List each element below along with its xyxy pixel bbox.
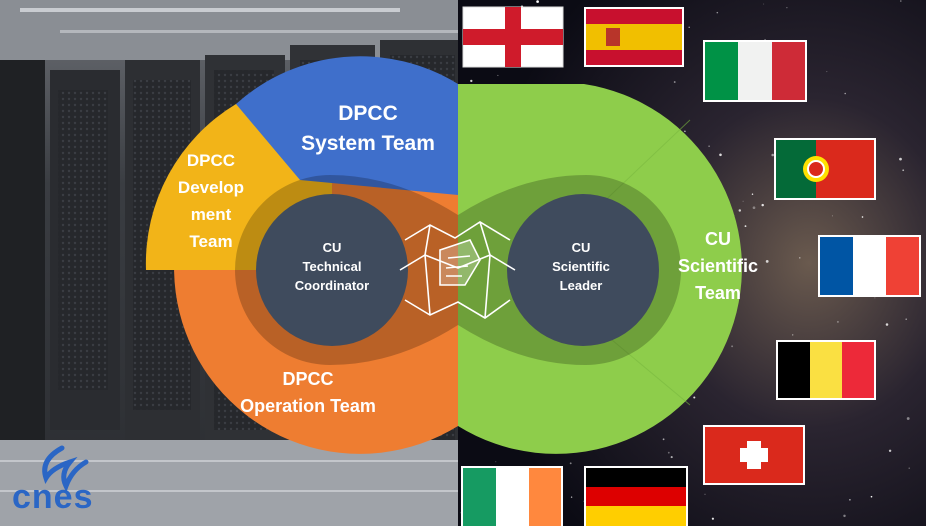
flag-belgium-icon <box>776 340 876 400</box>
technical-coordinator-label-line1: CU <box>323 240 342 255</box>
scientific-team-label-line2: Scientific <box>678 256 758 276</box>
scientific-leader-label-line2: Scientific <box>552 259 610 274</box>
scientific-leader-label-line3: Leader <box>560 278 603 293</box>
operation-team-label-line2: Operation Team <box>240 396 376 416</box>
scientific-team-label-line1: CU <box>705 229 731 249</box>
flag-england-icon <box>462 6 564 68</box>
system-team-label-line1: DPCC <box>338 102 398 125</box>
inner-right-circle <box>507 194 659 346</box>
development-team-label-line4: Team <box>189 232 232 251</box>
inner-left-circle <box>256 194 408 346</box>
development-team-label-line1: DPCC <box>187 151 235 170</box>
flag-france-icon <box>818 235 921 297</box>
system-team-label-line2: System Team <box>301 132 435 155</box>
flag-germany-icon <box>584 466 688 526</box>
flag-spain-icon <box>584 7 684 67</box>
technical-coordinator-label-line2: Technical <box>302 259 361 274</box>
segment-dpcc-system <box>236 56 458 195</box>
flag-ireland-icon <box>461 466 563 526</box>
development-team-label-line2: Develop <box>178 178 244 197</box>
flag-portugal-icon <box>774 138 876 200</box>
scientific-leader-label-line1: CU <box>572 240 591 255</box>
flag-switzerland-icon <box>703 425 805 485</box>
development-team-label-line3: ment <box>191 205 232 224</box>
scientific-team-label-line3: Team <box>695 283 741 303</box>
operation-team-label-line1: DPCC <box>282 369 333 389</box>
handshake-icon <box>399 221 516 319</box>
cnes-logo-text: cnes <box>12 478 94 516</box>
technical-coordinator-label-line3: Coordinator <box>295 278 369 293</box>
cnes-logo-icon <box>42 445 89 493</box>
flag-italy-icon <box>703 40 807 102</box>
